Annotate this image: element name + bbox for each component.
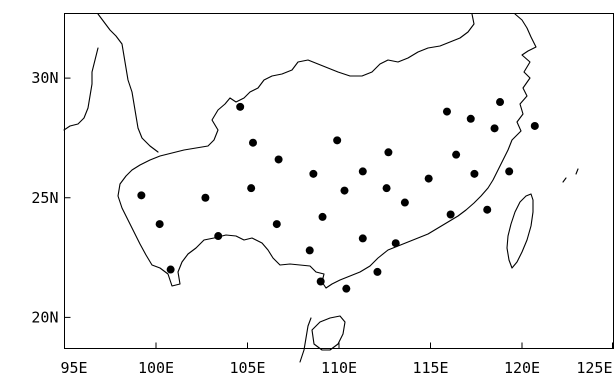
x-tick-label: 105E bbox=[229, 359, 265, 377]
station-points bbox=[137, 98, 539, 293]
y-tick-label: 25N bbox=[31, 189, 58, 207]
station-point bbox=[490, 124, 499, 133]
station-point bbox=[446, 210, 455, 219]
taiwan-island bbox=[506, 193, 534, 269]
offshore-island-east-2 bbox=[575, 168, 579, 175]
station-point bbox=[272, 220, 281, 229]
station-point bbox=[155, 220, 164, 229]
station-point bbox=[483, 205, 492, 214]
study-region-boundary bbox=[117, 13, 537, 289]
y-tick-label: 20N bbox=[31, 308, 58, 326]
west-border bbox=[63, 47, 99, 131]
station-point bbox=[166, 265, 175, 274]
x-tick-label: 125E bbox=[576, 359, 612, 377]
x-axis: 95E 100E 105E 110E 115E 120E 125E bbox=[61, 342, 613, 377]
station-point bbox=[391, 239, 400, 248]
station-point bbox=[470, 169, 479, 178]
station-point bbox=[236, 102, 245, 111]
station-point bbox=[340, 186, 349, 195]
station-point bbox=[248, 138, 257, 147]
station-point bbox=[358, 234, 367, 243]
x-tick-label: 110E bbox=[321, 359, 357, 377]
station-point bbox=[333, 136, 342, 145]
station-point bbox=[137, 191, 146, 200]
station-point bbox=[201, 193, 210, 202]
offshore-island-east bbox=[562, 177, 567, 183]
station-point bbox=[274, 155, 283, 164]
station-point bbox=[466, 114, 475, 123]
y-tick-label: 30N bbox=[31, 69, 58, 87]
station-point bbox=[247, 184, 256, 193]
coastlines bbox=[63, 13, 579, 363]
station-point bbox=[384, 148, 393, 157]
station-point bbox=[424, 174, 433, 183]
station-point bbox=[452, 150, 461, 159]
station-point bbox=[305, 246, 314, 255]
station-point bbox=[496, 98, 505, 107]
map-frame bbox=[64, 13, 614, 349]
hainan-island bbox=[311, 315, 346, 351]
station-point bbox=[400, 198, 409, 207]
leizhou-peninsula bbox=[299, 317, 312, 363]
station-point bbox=[373, 267, 382, 276]
x-tick-label: 100E bbox=[138, 359, 174, 377]
station-point bbox=[358, 167, 367, 176]
x-tick-label: 95E bbox=[61, 359, 88, 377]
northwest-border bbox=[97, 13, 159, 153]
station-point bbox=[530, 121, 539, 130]
station-point bbox=[316, 277, 325, 286]
station-point bbox=[309, 169, 318, 178]
x-tick-label: 120E bbox=[504, 359, 540, 377]
station-point bbox=[442, 107, 451, 116]
station-point bbox=[505, 167, 514, 176]
station-point bbox=[214, 232, 223, 241]
station-point bbox=[318, 212, 327, 221]
y-axis: 20N 25N 30N bbox=[31, 69, 71, 326]
station-point bbox=[382, 184, 391, 193]
station-point bbox=[342, 284, 351, 293]
x-tick-label: 115E bbox=[412, 359, 448, 377]
